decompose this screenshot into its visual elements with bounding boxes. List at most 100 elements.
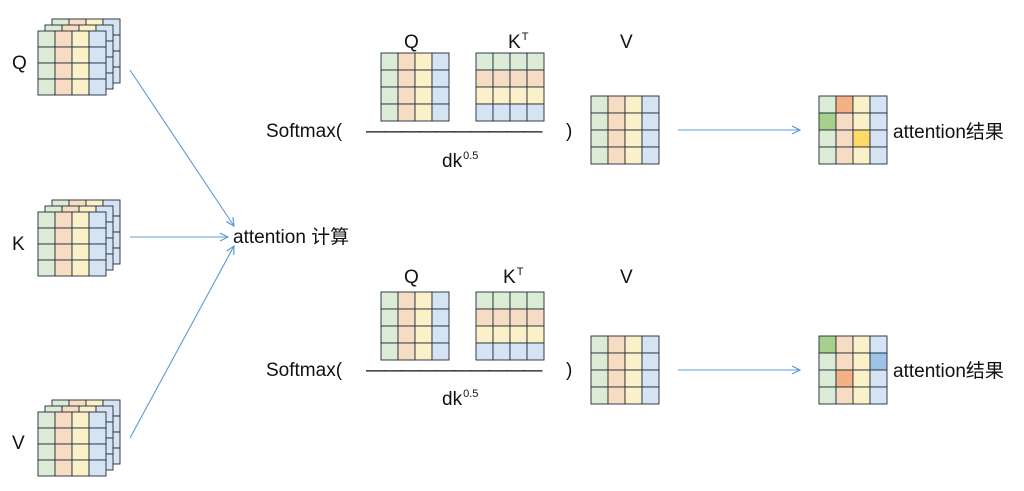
- head2-q-matrix-cell: [431, 308, 450, 327]
- input-v-matrix-front-cell: [37, 443, 56, 461]
- input-k-matrix-front-cell: [88, 243, 107, 261]
- head1-result-matrix-cell: [818, 129, 837, 148]
- head1-result-matrix-cell: [835, 95, 854, 114]
- head1-result-matrix-cell: [869, 146, 888, 165]
- input-q-matrix-front-cell: [71, 62, 90, 80]
- head1-kt-matrix-cell: [492, 52, 511, 71]
- head1-v-matrix-cell: [624, 95, 643, 114]
- head1-q-matrix-cell: [431, 69, 450, 88]
- head2-kt-matrix-cell: [509, 342, 528, 361]
- head1-q-matrix-cell: [380, 86, 399, 105]
- input-k-matrix-front-cell: [54, 211, 73, 229]
- input-q-matrix-front-cell: [71, 46, 90, 64]
- head2-kt-matrix-cell: [475, 325, 494, 344]
- head1-kt-matrix-cell: [492, 86, 511, 105]
- input-k-matrix-front-cell: [71, 259, 90, 277]
- head2-result-matrix-cell: [852, 335, 871, 354]
- head1-fraction-line: ——————————: [366, 121, 543, 142]
- input-k-matrix-front-cell: [88, 211, 107, 229]
- head2-q-matrix: [380, 291, 450, 361]
- head2-q-matrix-cell: [414, 325, 433, 344]
- input-k-matrix-front-cell: [88, 227, 107, 245]
- head2-result-matrix: [818, 335, 888, 405]
- head2-q-label: Q: [404, 267, 419, 288]
- input-v-matrix-front-cell: [71, 459, 90, 477]
- head2-kt-matrix-cell: [526, 291, 545, 310]
- head1-kt-matrix-cell: [509, 86, 528, 105]
- head2-v-label: V: [620, 267, 633, 288]
- head2-v-matrix-cell: [607, 352, 626, 371]
- input-k-matrix-front-cell: [54, 259, 73, 277]
- head1-v-matrix-cell: [607, 95, 626, 114]
- head1-kt-label: KT: [508, 31, 529, 53]
- head1-v-matrix-cell: [641, 112, 660, 131]
- head2-kt-matrix: [475, 291, 545, 361]
- head1-result-label: attention结果: [893, 122, 1004, 143]
- head2-kt-matrix-cell: [492, 342, 511, 361]
- head1-v-matrix-cell: [590, 95, 609, 114]
- head2-v-matrix-cell: [641, 335, 660, 354]
- input-q-matrix-front-cell: [88, 30, 107, 48]
- head2-q-matrix-cell: [380, 291, 399, 310]
- input-k-matrix-front-cell: [71, 243, 90, 261]
- head1-kt-matrix-cell: [492, 103, 511, 122]
- head1-q-matrix-cell: [414, 86, 433, 105]
- input-v-matrix-front-cell: [37, 427, 56, 445]
- head1-kt-matrix-cell: [509, 69, 528, 88]
- head2-v-matrix-cell: [590, 369, 609, 388]
- head2-q-matrix-cell: [397, 308, 416, 327]
- head2-v-matrix-cell: [607, 386, 626, 405]
- head2-softmax-open: Softmax(: [266, 360, 343, 381]
- head1-q-label: Q: [404, 32, 419, 53]
- head2-result-matrix-cell: [852, 352, 871, 371]
- input-v-matrix-front: [37, 411, 107, 477]
- head2-result-matrix-cell: [852, 386, 871, 405]
- head2-result-matrix-cell: [835, 335, 854, 354]
- head2-result-matrix-cell: [835, 386, 854, 405]
- head1-softmax-close: ): [566, 121, 573, 142]
- input-k-matrix-front-cell: [37, 227, 56, 245]
- head2-kt-matrix-cell: [526, 308, 545, 327]
- head2-v-matrix: [590, 335, 660, 405]
- head1-result-matrix-cell: [869, 95, 888, 114]
- head2-q-matrix-cell: [431, 325, 450, 344]
- input-k-label: K: [12, 234, 25, 255]
- input-v-matrix-front-cell: [54, 443, 73, 461]
- head2-q-matrix-cell: [397, 342, 416, 361]
- head2-v-matrix-cell: [590, 352, 609, 371]
- head2-kt-matrix-cell: [492, 308, 511, 327]
- head2-kt-matrix-cell: [492, 291, 511, 310]
- head2-fraction-line: ——————————: [366, 360, 543, 381]
- head1-q-matrix: [380, 52, 450, 122]
- head2-q-matrix-cell: [414, 308, 433, 327]
- head1-softmax-open: Softmax(: [266, 121, 343, 142]
- head2-result-matrix-cell: [818, 335, 837, 354]
- head2-kt-matrix-cell: [492, 325, 511, 344]
- head1-kt-matrix: [475, 52, 545, 122]
- head2-kt-matrix-cell: [475, 308, 494, 327]
- head2-v-matrix-cell: [641, 352, 660, 371]
- input-v-matrix-front-cell: [54, 459, 73, 477]
- head1-v-matrix-cell: [607, 129, 626, 148]
- head1-v-matrix: [590, 95, 660, 165]
- head2-kt-matrix-cell: [509, 291, 528, 310]
- head1-q-matrix-cell: [414, 52, 433, 71]
- head1-v-matrix-cell: [590, 129, 609, 148]
- head2-kt-matrix-cell: [509, 325, 528, 344]
- head2-v-matrix-cell: [590, 335, 609, 354]
- head2-result-matrix-cell: [852, 369, 871, 388]
- head2-result-matrix-cell: [869, 386, 888, 405]
- head1-q-matrix-cell: [397, 86, 416, 105]
- input-v-matrix-front-cell: [71, 443, 90, 461]
- input-q-matrix-front-cell: [54, 46, 73, 64]
- head1-denominator: dk0.5: [442, 150, 479, 172]
- head2-q-matrix-cell: [380, 325, 399, 344]
- head2-v-matrix-cell: [590, 386, 609, 405]
- head2-q-matrix-cell: [431, 291, 450, 310]
- head1-kt-matrix-cell: [475, 52, 494, 71]
- head2-kt-matrix-cell: [475, 291, 494, 310]
- head1-q-matrix-cell: [397, 103, 416, 122]
- head2-v-matrix-cell: [607, 369, 626, 388]
- input-k-matrix-front-cell: [71, 211, 90, 229]
- head2-q-matrix-cell: [380, 308, 399, 327]
